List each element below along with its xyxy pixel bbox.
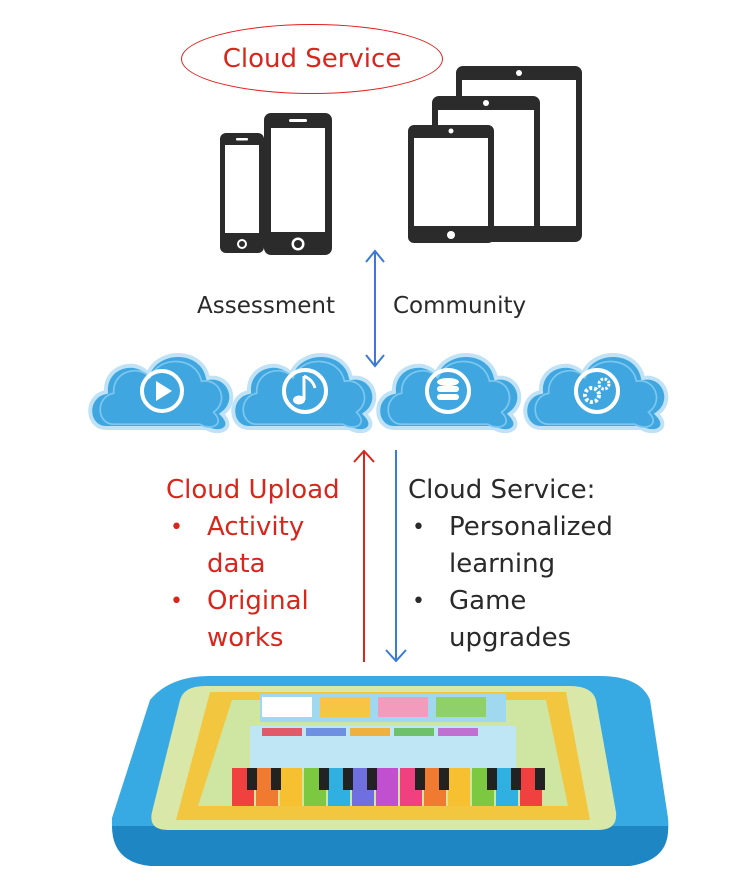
service-list: Personalized learning Game upgrades (408, 509, 613, 657)
sync-double-arrow (365, 249, 385, 368)
list-item-line: data (207, 549, 266, 579)
list-item-line: works (207, 623, 284, 653)
phone-small-icon (220, 133, 264, 253)
list-item-line: Personalized (449, 512, 613, 542)
list-item-line: learning (449, 549, 556, 579)
cloud-gears (523, 352, 669, 434)
upload-list: Activity data Original works (166, 509, 340, 657)
service-arrow (385, 450, 407, 663)
list-item-line: upgrades (449, 623, 572, 653)
play-icon (140, 369, 184, 413)
list-item: Original works (166, 583, 340, 657)
upload-block: Cloud Upload Activity data Original work… (166, 472, 340, 657)
list-item: Activity data (166, 509, 340, 583)
database-icon (425, 368, 471, 414)
gears-icon (574, 368, 620, 414)
upload-arrow (353, 449, 375, 662)
list-item: Personalized learning (408, 509, 613, 583)
upload-heading: Cloud Upload (166, 475, 340, 505)
cloud-play (88, 352, 234, 434)
cloud-music (231, 352, 377, 434)
list-item-line: Activity (207, 512, 305, 542)
service-heading: Cloud Service: (408, 475, 596, 505)
community-label: Community (393, 293, 527, 319)
piano-keys (232, 768, 545, 806)
list-item-line: Game (449, 586, 527, 616)
cloud-service-title-oval: Cloud Service (181, 24, 443, 94)
tablet-small-icon (408, 125, 494, 243)
assessment-label: Assessment (197, 293, 335, 319)
cloud-database (376, 352, 522, 434)
cloud-service-title: Cloud Service (222, 44, 402, 74)
phone-large-icon (264, 113, 332, 255)
service-block: Cloud Service: Personalized learning Gam… (408, 472, 613, 657)
list-item: Game upgrades (408, 583, 613, 657)
list-item-line: Original (207, 586, 309, 616)
music-note-icon (282, 368, 328, 414)
learning-tablet-device (111, 676, 669, 866)
